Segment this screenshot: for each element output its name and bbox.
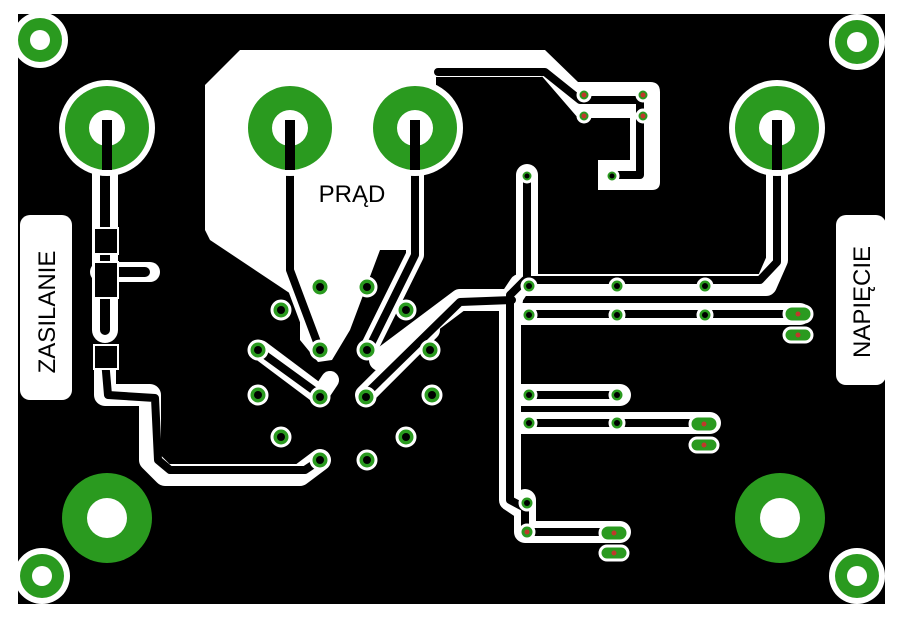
via-centers [524, 92, 646, 535]
edge-left [0, 0, 14, 617]
label-box-left [20, 215, 72, 400]
smd-pad-1 [93, 227, 119, 255]
label-voltage: NAPIĘCIE [849, 246, 876, 358]
oval-pad-centers [611, 311, 801, 556]
mounting-holes-large [62, 473, 825, 563]
small-pad-drills [524, 173, 708, 506]
terminal-pads [59, 80, 825, 176]
label-current: PRĄD [319, 181, 386, 208]
th-pad-drills [254, 283, 436, 464]
edge-bottom [0, 604, 901, 617]
label-supply: ZASILANIE [34, 251, 61, 374]
smd-pad-2 [93, 261, 119, 299]
label-box-right [836, 215, 886, 385]
edge-right [887, 0, 901, 617]
edge-top [0, 0, 901, 14]
smd-pad-3 [93, 344, 119, 370]
corner-holes [12, 12, 885, 604]
